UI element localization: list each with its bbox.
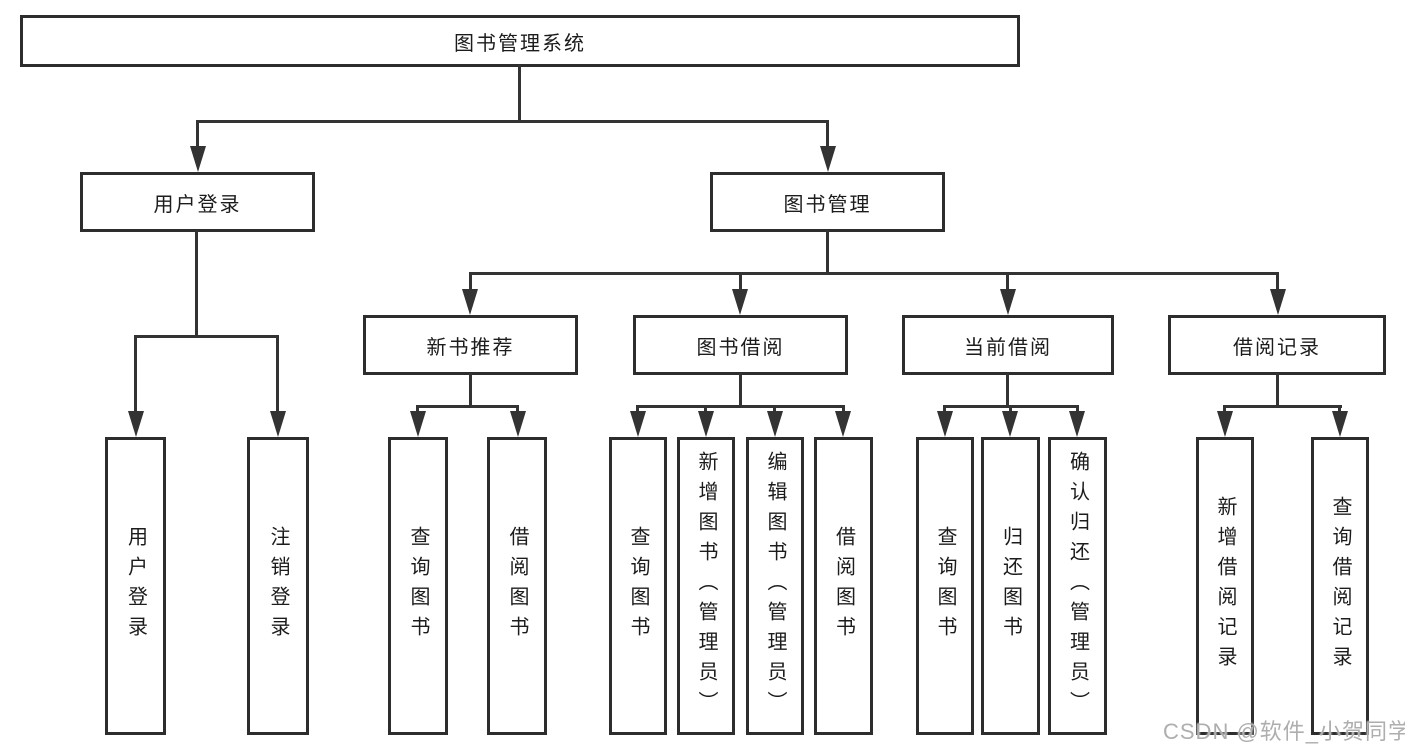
node-book-management: 图书管理 [710, 172, 945, 232]
connector-line [826, 120, 829, 150]
node-user-login-label: 用户登录 [153, 193, 242, 216]
connector-line [773, 405, 776, 413]
node-library-system: 图书管理系统 [20, 15, 1020, 67]
connector-line [195, 230, 198, 338]
leaf-user-login: 用户登录 [105, 437, 166, 735]
connector-line [196, 120, 199, 150]
connector-line [1276, 272, 1279, 292]
csdn-watermark: CSDN @软件_小贺同学 [1163, 719, 1405, 744]
connector-line [416, 405, 519, 408]
node-book-borrow-label: 图书借阅 [696, 336, 785, 359]
leaf-recommend-borrow-book: 借阅图书 [487, 437, 547, 735]
leaf-current-query-book: 查询图书 [916, 437, 974, 735]
arrow-down-icon [937, 411, 953, 437]
connector-line [276, 335, 279, 413]
connector-line [518, 65, 521, 123]
connector-line [469, 272, 472, 292]
arrow-down-icon [270, 411, 286, 437]
leaf-logout-label: 注销登录 [267, 526, 289, 646]
arrow-down-icon [410, 411, 426, 437]
arrow-down-icon [1069, 411, 1085, 437]
leaf-logout: 注销登录 [247, 437, 309, 735]
connector-line [739, 373, 742, 408]
connector-line [739, 272, 742, 292]
arrow-down-icon [630, 411, 646, 437]
leaf-recommend-query-book-label: 查询图书 [407, 526, 429, 646]
leaf-recommend-borrow-book-label: 借阅图书 [506, 526, 528, 646]
arrow-down-icon [698, 411, 714, 437]
connector-line [416, 405, 419, 413]
leaf-record-add: 新增借阅记录 [1196, 437, 1254, 735]
arrow-down-icon [1332, 411, 1348, 437]
connector-line [516, 405, 519, 413]
leaf-borrow-borrow-book-label: 借阅图书 [832, 526, 855, 646]
arrow-down-icon [462, 289, 478, 315]
leaf-borrow-query-book: 查询图书 [609, 437, 667, 735]
leaf-current-confirm-return-admin-label: 确认归还（管理员） [1066, 451, 1089, 721]
leaf-current-query-book-label: 查询图书 [934, 526, 956, 646]
arrow-down-icon [767, 411, 783, 437]
leaf-borrow-edit-book-admin-label: 编辑图书（管理员） [764, 451, 786, 721]
connector-line [704, 405, 707, 413]
connector-line [1009, 405, 1012, 413]
node-new-book-recommend-label: 新书推荐 [426, 336, 515, 359]
node-user-login: 用户登录 [80, 172, 315, 232]
leaf-user-login-label: 用户登录 [124, 526, 147, 646]
node-book-management-label: 图书管理 [783, 193, 872, 216]
leaf-record-query: 查询借阅记录 [1311, 437, 1369, 735]
leaf-current-return-book: 归还图书 [981, 437, 1040, 735]
leaf-current-confirm-return-admin: 确认归还（管理员） [1048, 437, 1107, 735]
connector-line [1223, 405, 1342, 408]
connector-line [1076, 405, 1079, 413]
connector-line [1006, 373, 1009, 408]
arrow-down-icon [1000, 289, 1016, 315]
leaf-borrow-query-book-label: 查询图书 [627, 526, 649, 646]
leaf-borrow-borrow-book: 借阅图书 [814, 437, 873, 735]
connector-line [134, 335, 137, 413]
node-new-book-recommend: 新书推荐 [363, 315, 578, 375]
arrow-down-icon [190, 146, 206, 172]
leaf-recommend-query-book: 查询图书 [388, 437, 448, 735]
leaf-borrow-edit-book-admin: 编辑图书（管理员） [746, 437, 804, 735]
leaf-current-return-book-label: 归还图书 [999, 526, 1022, 646]
arrow-down-icon [820, 146, 836, 172]
arrow-down-icon [128, 411, 144, 437]
leaf-record-add-label: 新增借阅记录 [1214, 496, 1236, 676]
connector-line [1223, 405, 1226, 413]
node-library-system-label: 图书管理系统 [454, 32, 586, 55]
leaf-borrow-add-book-admin: 新增图书（管理员） [677, 437, 735, 735]
node-current-borrow-label: 当前借阅 [964, 336, 1052, 359]
node-borrow-records-label: 借阅记录 [1233, 336, 1321, 359]
node-book-borrow: 图书借阅 [633, 315, 848, 375]
connector-line [943, 405, 946, 413]
arrow-down-icon [1270, 289, 1286, 315]
arrow-down-icon [835, 411, 851, 437]
leaf-record-query-label: 查询借阅记录 [1329, 496, 1351, 676]
arrow-down-icon [1217, 411, 1233, 437]
connector-line [196, 120, 829, 123]
node-borrow-records: 借阅记录 [1168, 315, 1386, 375]
connector-line [1338, 405, 1341, 413]
arrow-down-icon [510, 411, 526, 437]
arrow-down-icon [1002, 411, 1018, 437]
connector-line [842, 405, 845, 413]
leaf-borrow-add-book-admin-label: 新增图书（管理员） [695, 451, 717, 721]
connector-line [469, 272, 1279, 275]
connector-line [636, 405, 845, 408]
connector-line [636, 405, 639, 413]
node-current-borrow: 当前借阅 [902, 315, 1114, 375]
arrow-down-icon [732, 289, 748, 315]
connector-line [134, 335, 279, 338]
connector-line [826, 230, 829, 275]
connector-line [1006, 272, 1009, 292]
connector-line [469, 373, 472, 408]
connector-line [1276, 373, 1279, 408]
